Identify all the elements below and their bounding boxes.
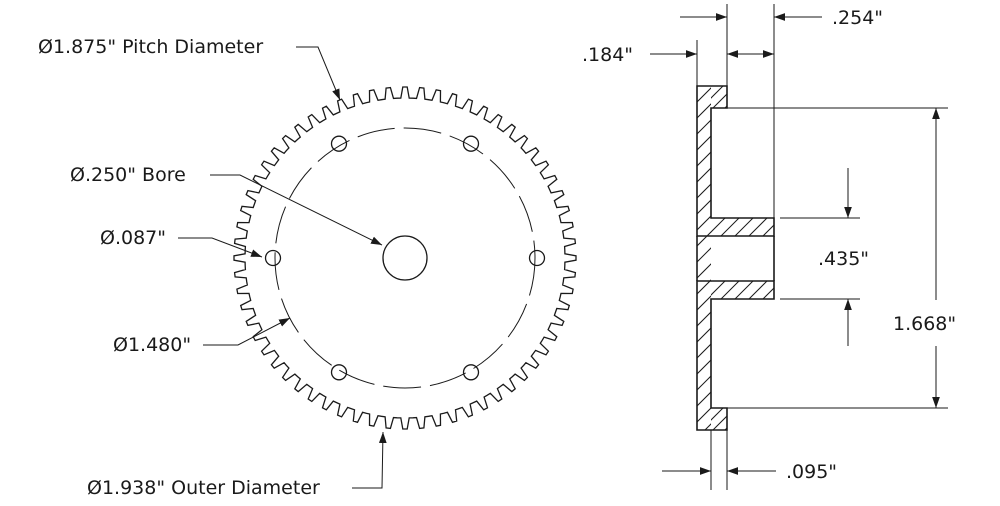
bolt-circle (274, 127, 536, 389)
rim-bottom-hatching (711, 408, 759, 430)
bolt-hole (528, 249, 546, 267)
bolt-holes (264, 135, 546, 381)
bore-leader (210, 174, 383, 246)
hatch-line (791, 281, 809, 299)
hatch-line (697, 135, 711, 151)
hatch-line (712, 415, 727, 430)
bore-diameter-label: .435" (818, 248, 869, 270)
hub-top-hatching (711, 218, 809, 236)
hatch-line (711, 86, 712, 87)
flange-thickness-label: .184" (582, 44, 633, 66)
gear-callouts: Ø1.875" Pitch Diameter Ø.250" Bore Ø.087… (38, 36, 387, 499)
hatch-line (697, 167, 711, 183)
rim-top-hatching (711, 86, 759, 108)
bolt-circle-label: Ø1.480" (113, 334, 191, 356)
hatch-line (712, 93, 727, 108)
hatch-line (913, 86, 1000, 430)
hatch-line (865, 86, 1000, 430)
hatch-line (762, 224, 774, 236)
flange-hatching (697, 86, 1000, 430)
section-dimensions: .254" .184" .435" 1.668" .095" (582, 7, 956, 483)
gear-section-view (696, 85, 1000, 431)
hub-length-label: .254" (832, 7, 883, 29)
hatch-line (961, 86, 1000, 430)
gear-front-view (233, 86, 577, 430)
hatch-line (737, 408, 759, 430)
hatch-line (697, 87, 711, 103)
hatch-line (977, 86, 1000, 430)
hatch-line (748, 218, 768, 236)
hatch-line (697, 215, 711, 231)
hatch-line (720, 281, 740, 299)
hatch-line (697, 327, 711, 343)
hatch-line (737, 86, 759, 108)
hole-label: Ø.087" (100, 227, 166, 249)
hatch-line (697, 183, 711, 199)
pitch-diameter-leader (296, 46, 341, 101)
hatch-line (697, 231, 711, 247)
bolt-hole (462, 135, 480, 152)
hatch-line (791, 218, 809, 236)
bolt-hole (264, 249, 282, 267)
hatch-line (711, 86, 724, 99)
hatch-line (748, 281, 768, 299)
bolt-circle-leader (203, 317, 291, 346)
extension-lines (696, 4, 948, 490)
hatch-line (711, 408, 724, 421)
hatch-line (697, 247, 711, 263)
hatch-line (697, 295, 711, 311)
hatch-line (697, 86, 698, 87)
hatch-line (881, 86, 1000, 430)
hatch-line (897, 86, 1000, 430)
outer-diameter-leader (352, 431, 387, 489)
hole-leader (178, 237, 263, 258)
hatch-line (753, 86, 1000, 430)
hatch-line (993, 86, 1000, 430)
hub-bottom-hatching (711, 281, 809, 299)
hatch-line (769, 86, 1000, 430)
hatch-line (711, 218, 726, 233)
section-outline (696, 85, 775, 237)
hatch-line (724, 105, 727, 108)
hatch-line (777, 218, 795, 236)
gear-tooth-outline (233, 86, 577, 430)
section-outline-lower (696, 280, 775, 431)
hatch-line (697, 359, 711, 375)
hatch-line (697, 311, 711, 327)
hatch-line (734, 281, 754, 299)
outer-diameter-label: Ø1.938" Outer Diameter (87, 477, 320, 499)
hatch-line (711, 281, 726, 296)
overall-height-label: 1.668" (893, 313, 956, 335)
web-thickness-label: .095" (786, 461, 837, 483)
hatch-line (929, 86, 1000, 430)
hatch-line (697, 151, 711, 167)
hatch-line (697, 103, 711, 119)
bore-label: Ø.250" Bore (70, 164, 186, 186)
bolt-hole (330, 135, 348, 152)
hatch-line (697, 119, 711, 135)
hatch-line (945, 86, 1000, 430)
hatch-line (697, 343, 711, 359)
bolt-hole (462, 364, 480, 381)
hatch-line (720, 218, 740, 236)
hatch-line (777, 281, 795, 299)
hatch-line (734, 218, 754, 236)
pitch-diameter-label: Ø1.875" Pitch Diameter (38, 36, 263, 58)
hatch-line (724, 427, 727, 430)
hatch-line (711, 281, 712, 282)
hatch-line (711, 218, 712, 219)
center-bore (382, 235, 428, 281)
hatch-line (849, 86, 1000, 430)
hatch-line (762, 287, 774, 299)
bolt-hole (330, 364, 348, 381)
